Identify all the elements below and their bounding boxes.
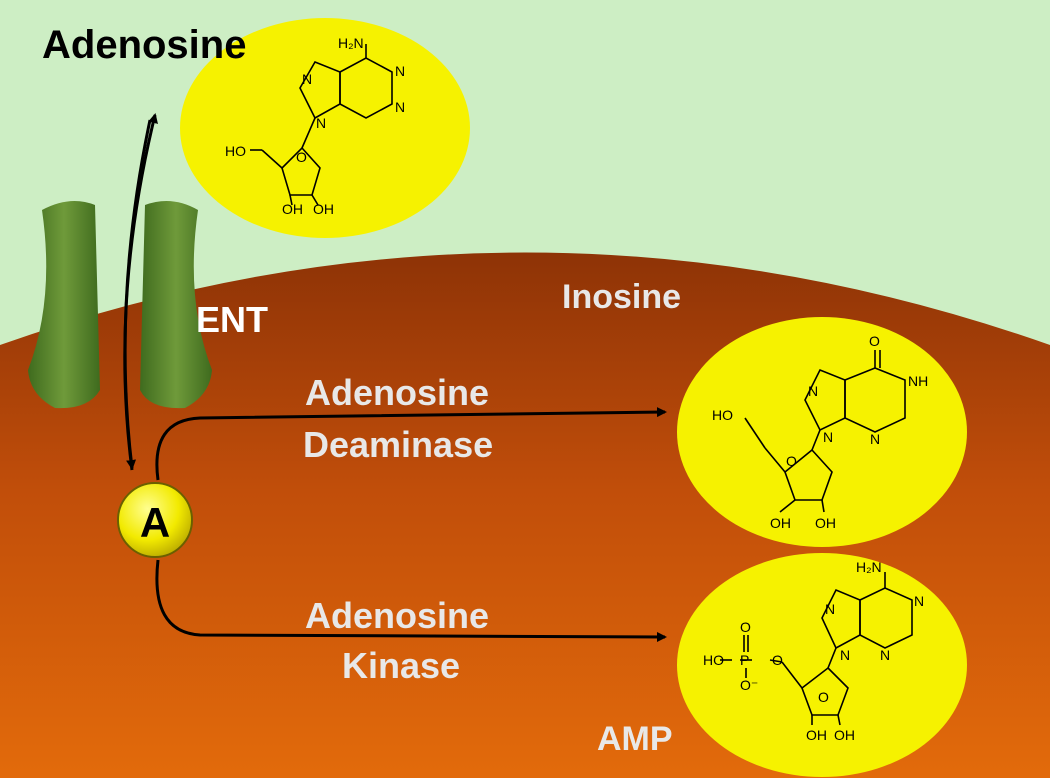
svg-text:H₂N: H₂N: [856, 559, 882, 575]
kinase-arrow: [155, 559, 667, 642]
amp-structure: H₂N N N N N HO P O O⁻ O O OH OH: [703, 559, 924, 743]
inosine-structure: O NH N N N HO O OH OH: [712, 333, 928, 531]
deaminase-arrow: [155, 407, 667, 481]
adenosine-node: [117, 482, 193, 558]
svg-text:N: N: [870, 431, 880, 447]
svg-text:O: O: [869, 333, 880, 349]
svg-text:OH: OH: [770, 515, 791, 531]
svg-text:HO: HO: [703, 652, 724, 668]
kinase-label-line1: Adenosine: [305, 595, 489, 636]
svg-text:N: N: [316, 115, 326, 131]
ent-label: ENT: [196, 299, 268, 340]
svg-text:O: O: [786, 453, 797, 469]
amp-molecule-bg: [677, 553, 967, 777]
svg-text:OH: OH: [815, 515, 836, 531]
svg-text:OH: OH: [806, 727, 827, 743]
svg-text:O⁻: O⁻: [740, 677, 758, 693]
svg-text:O: O: [296, 149, 307, 165]
svg-text:N: N: [825, 601, 835, 617]
svg-text:OH: OH: [282, 201, 303, 217]
svg-text:OH: OH: [313, 201, 334, 217]
ent-transport-arrow-down: [123, 119, 152, 470]
adenosine-title: Adenosine: [42, 23, 246, 67]
svg-text:HO: HO: [225, 143, 246, 159]
svg-text:N: N: [840, 647, 850, 663]
svg-text:O: O: [818, 689, 829, 705]
svg-text:N: N: [808, 383, 818, 399]
svg-text:P: P: [740, 652, 749, 668]
adenosine-molecule-bg: [180, 18, 470, 238]
svg-text:O: O: [740, 619, 751, 635]
ent-transporter-right: [140, 201, 212, 409]
inosine-label: Inosine: [562, 278, 681, 316]
svg-text:NH: NH: [908, 373, 928, 389]
svg-text:O: O: [772, 652, 783, 668]
adenosine-structure: H₂N N N N N HO O OH OH: [225, 35, 405, 217]
svg-text:HO: HO: [712, 407, 733, 423]
deaminase-label-line1: Adenosine: [305, 372, 489, 413]
inosine-molecule-bg: [677, 317, 967, 547]
kinase-label-line2: Kinase: [342, 645, 460, 686]
svg-text:N: N: [302, 71, 312, 87]
svg-text:N: N: [914, 593, 924, 609]
adenosine-node-label: A: [140, 499, 170, 546]
svg-text:N: N: [395, 63, 405, 79]
svg-text:H₂N: H₂N: [338, 35, 364, 51]
amp-label: AMP: [597, 720, 673, 758]
deaminase-label-line2: Deaminase: [303, 424, 493, 465]
svg-text:N: N: [395, 99, 405, 115]
svg-text:N: N: [880, 647, 890, 663]
svg-text:OH: OH: [834, 727, 855, 743]
ent-transporter-left: [28, 201, 100, 409]
svg-text:N: N: [823, 429, 833, 445]
